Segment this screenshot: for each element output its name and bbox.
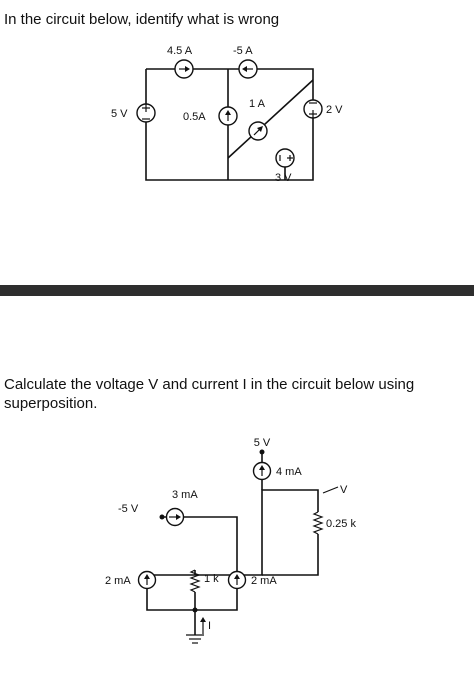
label-left-voltage: -5 V	[118, 503, 139, 515]
current-source-4-5a	[174, 59, 194, 79]
current-source-3ma	[165, 507, 185, 527]
label-top-left-current: 4.5 A	[167, 45, 193, 57]
label-right-current: 2 mA	[251, 575, 277, 587]
top-terminal-node	[259, 449, 265, 455]
question-2-text: Calculate the voltage V and current I in…	[4, 376, 415, 412]
label-left-current: 2 mA	[105, 575, 131, 587]
question-1-text: In the circuit below, identify what is w…	[4, 11, 280, 28]
label-bottom-voltage: 3 V	[275, 172, 292, 184]
current-source-2ma-left	[137, 570, 157, 590]
label-top-right-current: -5 A	[233, 45, 253, 57]
series-branch-wire	[162, 516, 238, 575]
bottom-loop-wire	[146, 574, 238, 611]
current-source-4ma	[252, 461, 272, 481]
circuit-diagram-2: 5 V 4 mA V 0.25 k -5 V 3 mA 2 mA 1 k 2 m…	[105, 437, 356, 644]
ground-icon	[186, 634, 204, 644]
label-top-current: 4 mA	[276, 466, 302, 478]
voltage-source-3v	[275, 148, 295, 168]
label-voltage-v: V	[340, 484, 348, 496]
label-resistor-mid: 1 k	[204, 573, 219, 585]
current-source-2ma-right	[227, 570, 247, 590]
section-divider	[0, 285, 474, 296]
label-diag-current: 1 A	[249, 98, 266, 110]
label-left-voltage: 5 V	[111, 108, 128, 120]
current-source-neg-5a	[238, 59, 258, 79]
right-lower-wire	[262, 534, 319, 576]
resistor-1k	[189, 569, 201, 593]
circuit-diagram-1: 5 V 4.5 A -5 A 0.5A 1 A 2 V	[111, 45, 343, 184]
current-source-0-5a	[218, 106, 238, 126]
label-current-i: I	[208, 620, 211, 632]
voltage-source-5v	[136, 103, 156, 123]
label-right-voltage: 2 V	[326, 104, 343, 116]
current-i-arrowhead	[200, 617, 206, 622]
label-middle-current: 0.5A	[183, 111, 206, 123]
voltage-v-pointer	[322, 486, 339, 494]
label-resistor-right: 0.25 k	[326, 518, 356, 530]
label-top-voltage: 5 V	[254, 437, 271, 449]
right-upper-wire	[237, 489, 319, 576]
voltage-source-2v	[303, 99, 323, 119]
diagonal-branch-wire	[227, 79, 314, 159]
resistor-0-25k	[312, 511, 324, 535]
left-terminal-node	[159, 514, 165, 520]
label-series-current: 3 mA	[172, 489, 198, 501]
current-source-1a	[248, 121, 268, 141]
